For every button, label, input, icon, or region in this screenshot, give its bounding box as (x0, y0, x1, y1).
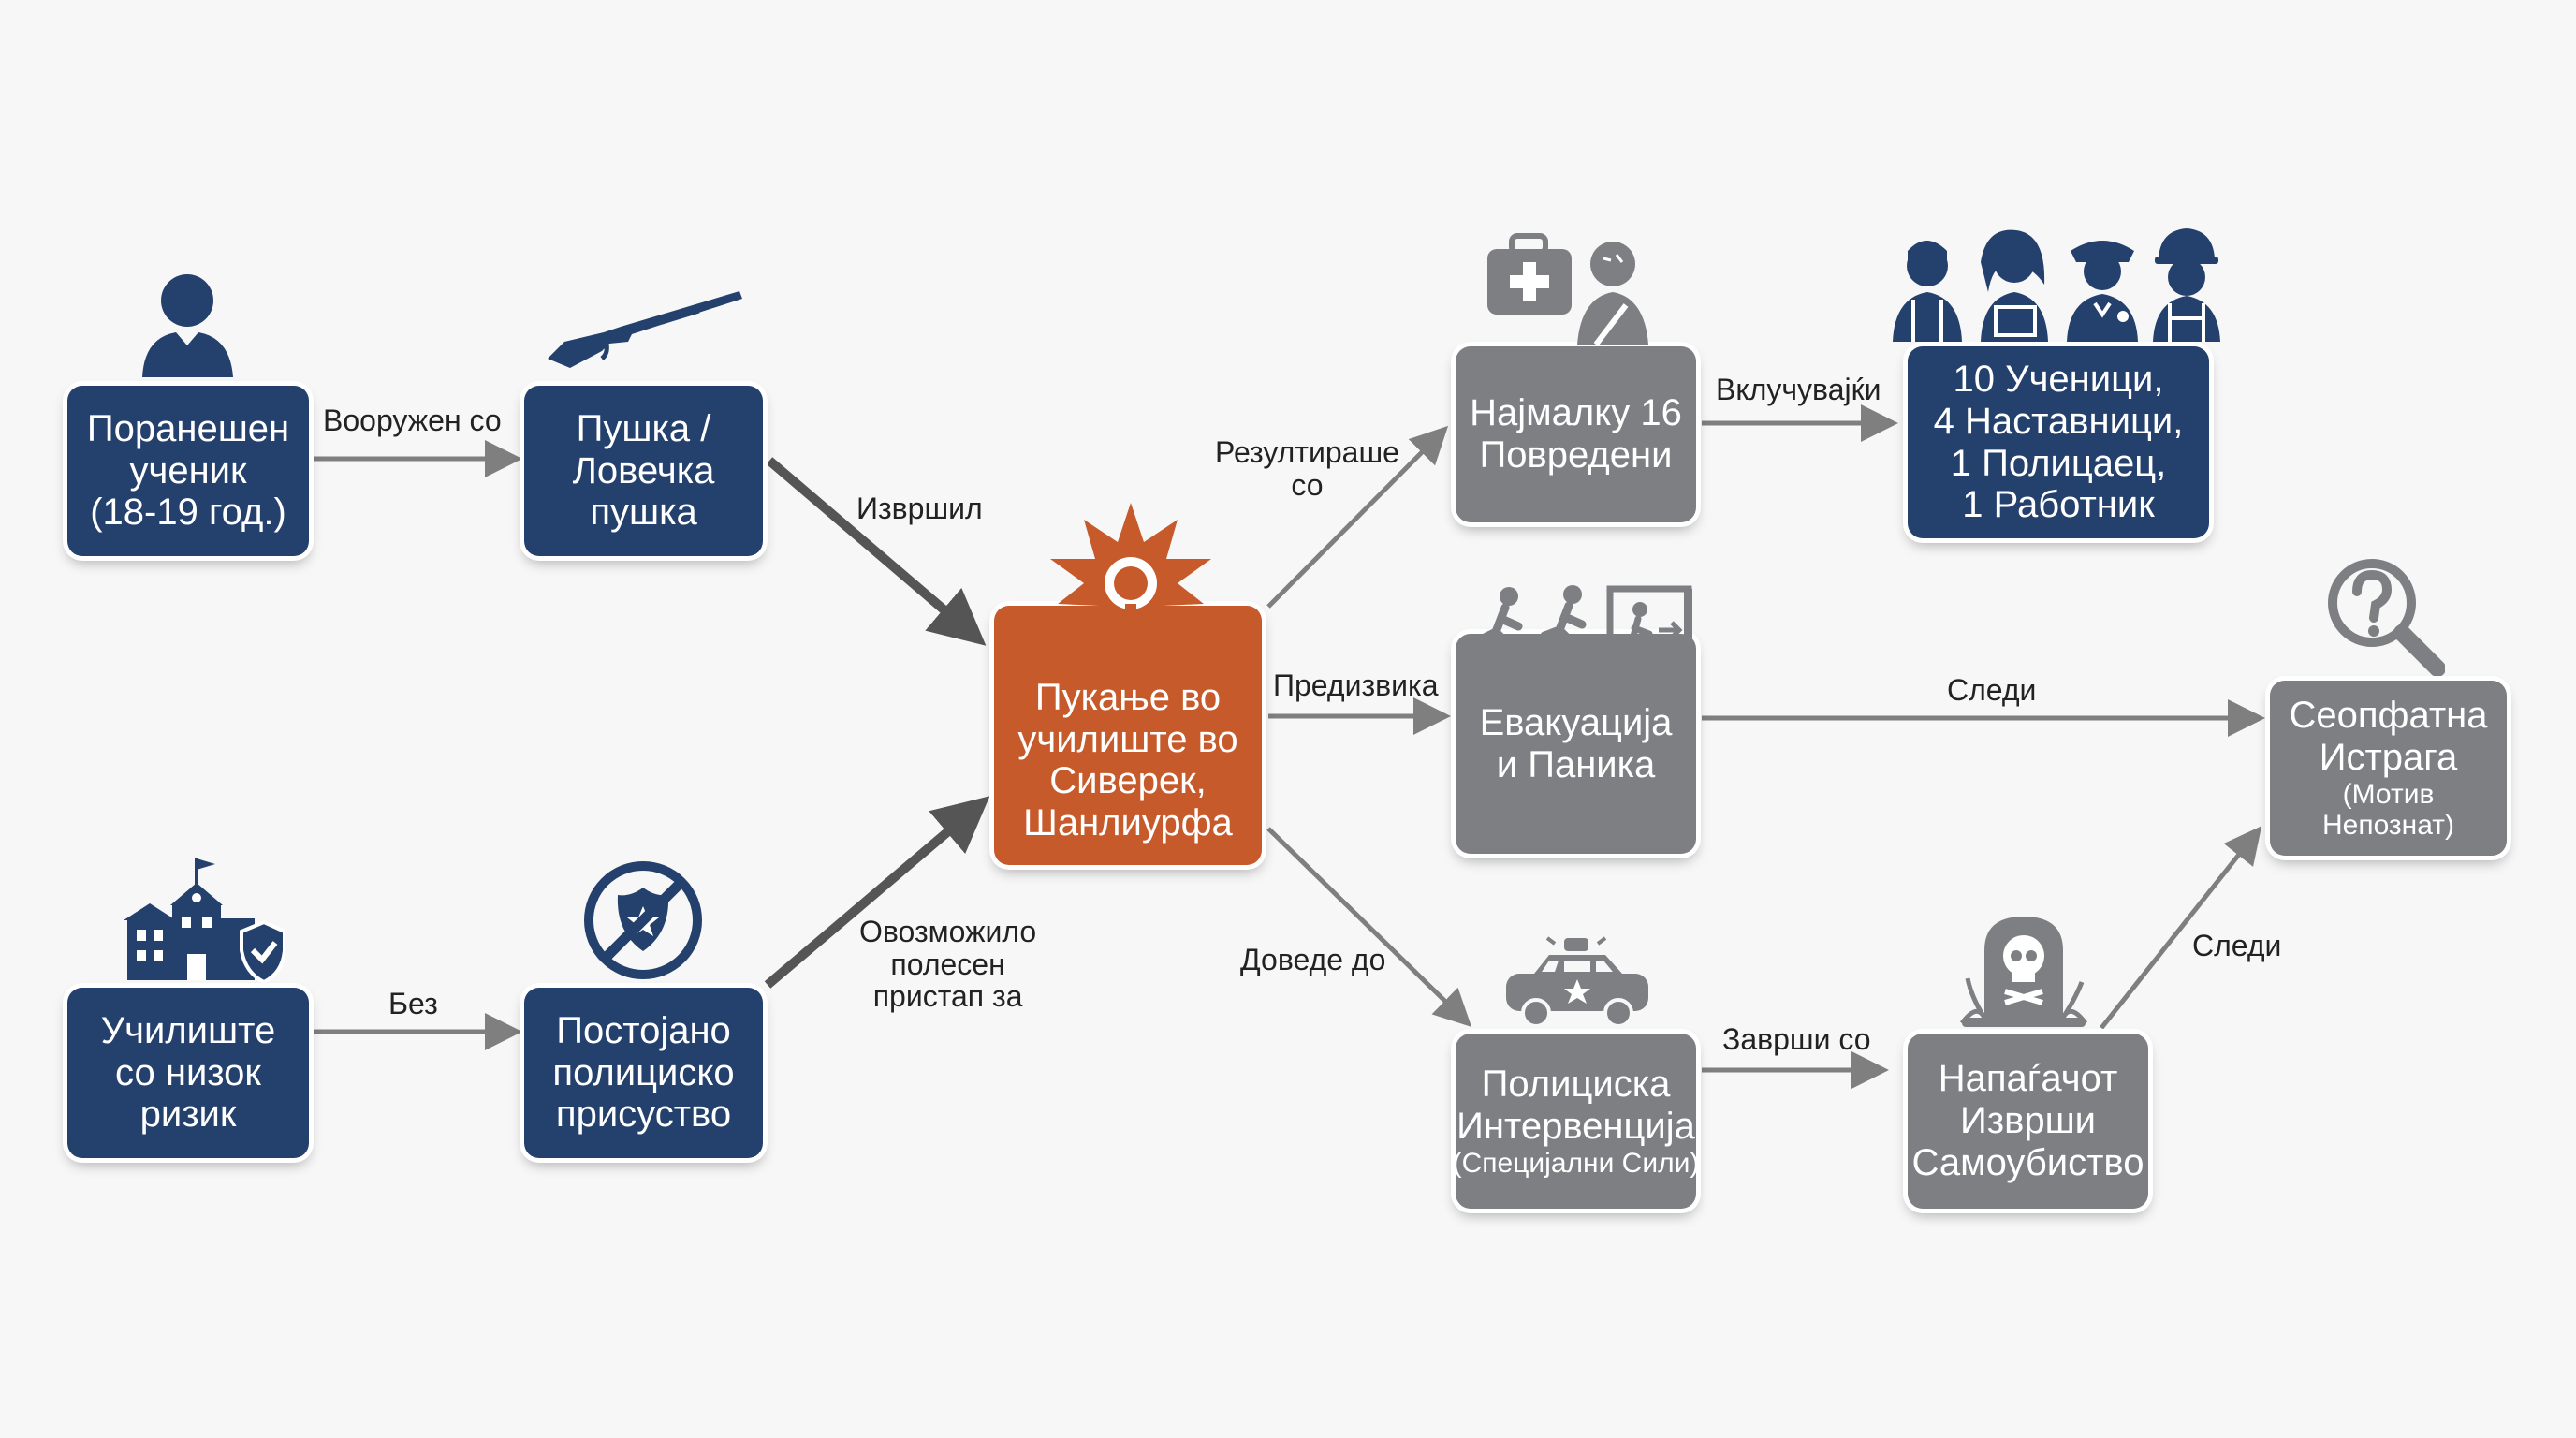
node-attacker-suicide: Напаѓачот Изврши Самоубиство (1908, 1034, 2148, 1209)
edge-label-armed-with: Вооружен со (323, 404, 502, 437)
school-shield-icon (124, 858, 285, 983)
edge-label-followed-2: Следи (2192, 929, 2282, 962)
edge-label-resulted: Резултираше со (1215, 435, 1399, 502)
node-injured: Најмалку 16 Повредени (1456, 346, 1696, 522)
edge-label-committed: Извршил (856, 492, 983, 525)
shotgun-icon (548, 291, 742, 368)
first-aid-injured-icon (1487, 233, 1648, 345)
edge-label-enabled: Овозможило полесен пристап за (859, 915, 1037, 1014)
edge-label-including: Вклучувајќи (1716, 373, 1881, 406)
explosion-target-icon (1050, 503, 1211, 666)
edge-label-ended-with: Заврши со (1722, 1022, 1871, 1056)
police-car-icon (1506, 936, 1648, 1028)
node-former-student: Поранешен ученик (18-19 год.) (67, 386, 309, 556)
arrow-suicide-investigation (2100, 826, 2262, 1030)
no-police-icon (584, 861, 702, 979)
tombstone-skull-icon (1959, 917, 2088, 1027)
person-icon (142, 274, 233, 377)
node-victims-breakdown: 10 Ученици, 4 Наставници, 1 Полицаец, 1 … (1908, 346, 2209, 538)
node-investigation: Сеопфатна Истрага (Мотив Непознат) (2270, 681, 2507, 856)
edge-label-followed-1: Следи (1947, 673, 2037, 707)
arrow-shooting-injured (1266, 425, 1449, 609)
group-people-icon (1893, 228, 2220, 342)
magnifier-question-icon (2328, 559, 2445, 676)
arrow-nopolice-shooting (764, 796, 990, 989)
node-no-police-presence: Постојано полициско присуство (524, 988, 763, 1158)
arrow-shooting-police (1266, 827, 1472, 1027)
edge-label-caused: Предизвика (1273, 668, 1439, 702)
node-police-intervention: Полициска Интервенција (Специјални Сили) (1453, 1034, 1699, 1209)
running-exit-icon (1468, 585, 1692, 674)
node-low-risk-school: Училиште со низок ризик (67, 988, 309, 1158)
arrow-gun-shooting (766, 457, 987, 646)
edge-label-without: Без (388, 987, 438, 1020)
edge-label-led-to: Доведе до (1240, 943, 1386, 976)
node-shotgun: Пушка / Ловечка пушка (524, 386, 763, 556)
